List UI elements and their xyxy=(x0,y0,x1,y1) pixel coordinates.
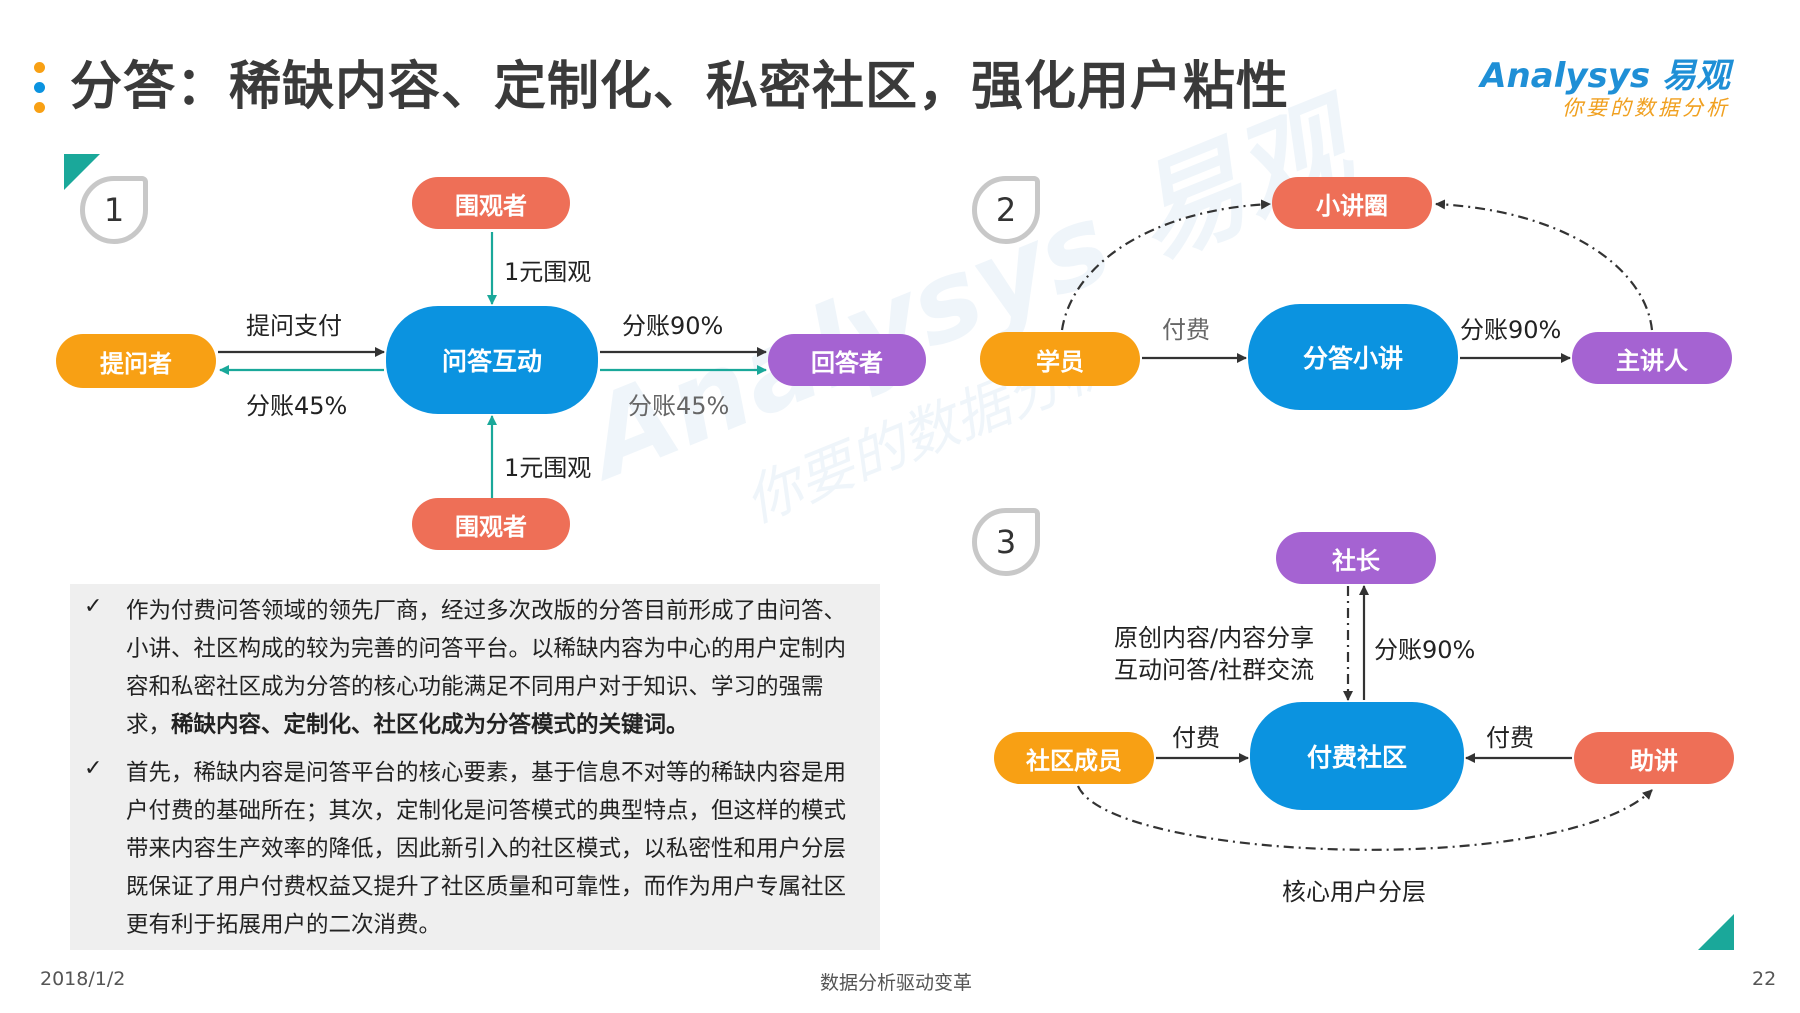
title-dot-3 xyxy=(34,102,45,113)
label-split-90-speaker: 分账90% xyxy=(1460,316,1562,344)
node-paid-community: 付费社区 xyxy=(1250,702,1464,810)
label-watch-fee-top: 1元围观 xyxy=(504,258,592,286)
page-number: 22 xyxy=(1752,968,1777,990)
node-fenda-lecture: 分答小讲 xyxy=(1248,304,1458,410)
label-split-45-right: 分账45% xyxy=(628,392,730,420)
brand-logo: Analysys 易观 xyxy=(1480,56,1730,96)
brand-slogan: 你要的数据分析 xyxy=(1562,96,1730,120)
summary-paragraph-2: 首先，稀缺内容是问答平台的核心要素，基于信息不对等的稀缺内容是用户付费的基础所在… xyxy=(126,760,847,938)
title-dots xyxy=(34,62,45,113)
badge-2: 2 xyxy=(972,176,1040,244)
node-asker: 提问者 xyxy=(56,334,216,388)
label-member-fee: 付费 xyxy=(1172,724,1220,752)
node-watcher-bottom: 围观者 xyxy=(412,498,570,550)
badge-1: 1 xyxy=(80,176,148,244)
node-student: 学员 xyxy=(980,332,1140,386)
footer-date: 2018/1/2 xyxy=(40,968,126,990)
summary-keywords: 稀缺内容、定制化、社区化成为分答模式的关键词。 xyxy=(171,712,689,738)
node-lecture-circle: 小讲圈 xyxy=(1272,177,1432,229)
badge-3: 3 xyxy=(972,508,1040,576)
node-answerer: 回答者 xyxy=(768,334,926,386)
footer-slogan: 数据分析驱动变革 xyxy=(820,972,973,994)
label-fee: 付费 xyxy=(1162,316,1210,344)
label-interactive-qa: 互动问答/社群交流 xyxy=(1114,656,1315,684)
arrow-student-to-circle xyxy=(1060,199,1271,331)
node-assistant-speaker: 助讲 xyxy=(1574,732,1734,784)
node-community-member: 社区成员 xyxy=(994,732,1154,784)
summary-textbox: ✓ 作为付费问答领域的领先厂商，经过多次改版的分答目前形成了由问答、小讲、社区构… xyxy=(70,584,880,950)
corner-decoration-bottom-right xyxy=(1698,914,1734,950)
check-icon: ✓ xyxy=(84,594,103,619)
arrow-speaker-to-circle xyxy=(1435,199,1654,331)
summary-paragraph-1-text: 作为付费问答领域的领先厂商，经过多次改版的分答目前形成了由问答、小讲、社区构成的… xyxy=(126,598,847,738)
node-watcher-top: 围观者 xyxy=(412,177,570,229)
node-speaker: 主讲人 xyxy=(1572,332,1732,384)
label-original-content: 原创内容/内容分享 xyxy=(1114,624,1315,652)
label-watch-fee-bottom: 1元围观 xyxy=(504,454,592,482)
summary-paragraph-1: 作为付费问答领域的领先厂商，经过多次改版的分答目前形成了由问答、小讲、社区构成的… xyxy=(126,592,866,744)
check-icon: ✓ xyxy=(84,756,103,781)
node-community-host: 社长 xyxy=(1276,532,1436,584)
label-question-pay: 提问支付 xyxy=(246,312,342,340)
title-dot-1 xyxy=(34,62,45,73)
title-dot-2 xyxy=(34,82,45,93)
label-assistant-fee: 付费 xyxy=(1486,724,1534,752)
label-split-90: 分账90% xyxy=(622,312,724,340)
page-title: 分答：稀缺内容、定制化、私密社区，强化用户粘性 xyxy=(70,57,1290,117)
label-core-user-tiering: 核心用户分层 xyxy=(1282,878,1426,906)
label-split-90-host: 分账90% xyxy=(1374,636,1476,664)
arrow-member-to-assistant xyxy=(1076,785,1653,851)
node-qa-interaction: 问答互动 xyxy=(386,306,598,414)
label-split-45-left: 分账45% xyxy=(246,392,348,420)
